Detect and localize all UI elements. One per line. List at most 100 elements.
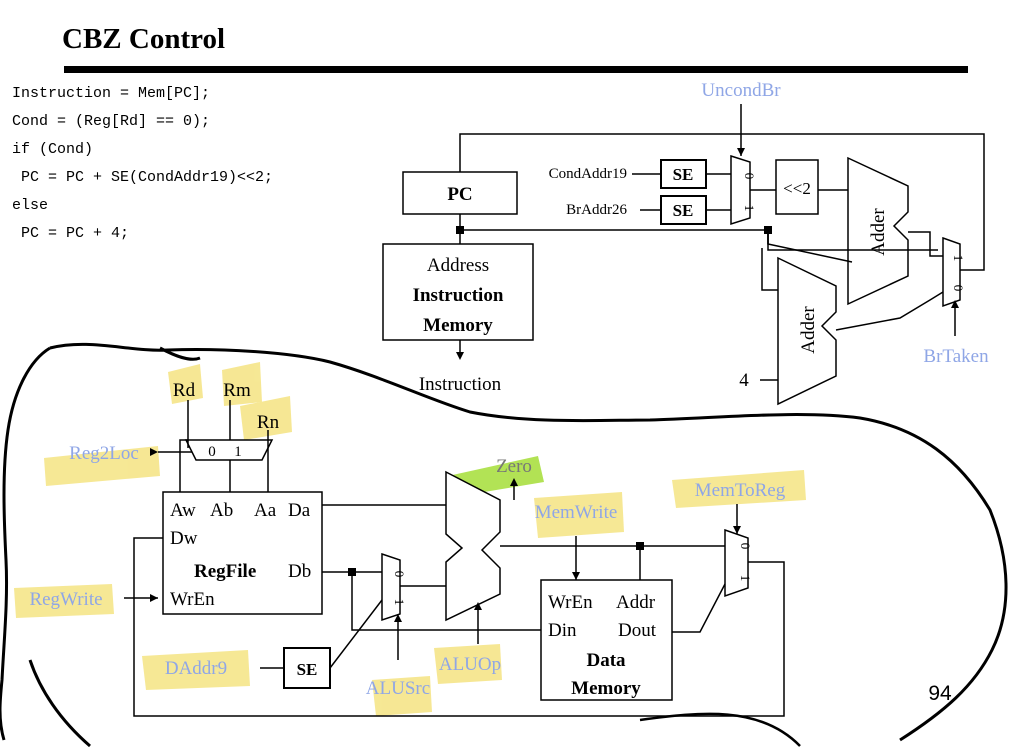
memtoreg-label: MemToReg	[695, 480, 786, 501]
braddr-label: BrAddr26	[566, 202, 627, 218]
dmem-dout: Dout	[618, 620, 657, 641]
alusrc-label: ALUSrc	[366, 678, 430, 699]
wire-dout-to-mux	[672, 583, 726, 633]
lasso-tail	[28, 659, 91, 748]
arrow-head	[951, 300, 959, 308]
highlight-aluop	[434, 644, 502, 684]
se-data-label: SE	[297, 660, 318, 679]
reg-mux-one: 1	[234, 444, 242, 460]
pc-mux-one: 1	[951, 255, 966, 262]
alusrc-mux	[381, 552, 401, 622]
memtoreg-mux-one: 1	[738, 575, 753, 582]
upper-adder	[847, 156, 909, 306]
branch-mux-zero: 0	[742, 173, 757, 180]
arrow-head	[394, 614, 402, 622]
arrow-head	[150, 448, 158, 456]
lower-adder-label: Adder	[798, 306, 819, 354]
code-line: else	[12, 197, 48, 214]
code-line: PC = PC + 4;	[12, 225, 129, 242]
wire-pcmux-to-pc	[459, 133, 985, 271]
rn-label: Rn	[257, 412, 280, 433]
memwrite-label: MemWrite	[535, 502, 618, 523]
brtaken-label: BrTaken	[923, 346, 989, 367]
code-line: Cond = (Reg[Rd] == 0);	[12, 113, 210, 130]
code-line: if (Cond)	[12, 141, 93, 158]
wire-rd-to-aw	[179, 439, 188, 492]
arrow-head	[150, 594, 158, 602]
code-block: Instruction = Mem[PC]; Cond = (Reg[Rd] =…	[12, 85, 273, 242]
se-top-label: SE	[673, 165, 694, 184]
four-label: 4	[739, 370, 749, 391]
junction-dot	[636, 542, 644, 550]
code-line: Instruction = Mem[PC];	[12, 85, 210, 102]
wire-se-to-mux	[329, 599, 383, 669]
reg2loc-mux	[184, 439, 274, 461]
imem-address-label: Address	[427, 255, 489, 276]
junction-dot	[456, 226, 464, 234]
highlight-reg2loc	[44, 446, 160, 486]
arrow-head	[572, 572, 580, 580]
pc-mux	[942, 236, 961, 308]
regfile-dw: Dw	[170, 528, 198, 549]
highlight-rm	[222, 362, 262, 406]
wire-adder-to-pcmux	[908, 231, 943, 257]
branch-mux	[730, 154, 751, 226]
highlight-rn	[240, 396, 292, 440]
code-line: PC = PC + SE(CondAddr19)<<2;	[12, 169, 273, 186]
dmem-wren: WrEn	[548, 592, 593, 613]
reg-mux-zero: 0	[208, 444, 216, 460]
regfile-db: Db	[288, 561, 311, 582]
wire-pc-to-lower-adder	[761, 248, 778, 291]
reg2loc-label: Reg2Loc	[69, 443, 139, 464]
lasso-annotation	[0, 342, 1008, 742]
highlight-regwrite	[14, 584, 114, 618]
data-memory	[540, 579, 673, 701]
branch-mux-one: 1	[742, 205, 757, 212]
instruction-memory	[382, 243, 534, 341]
aluop-label: ALUOp	[439, 654, 501, 675]
register-file	[162, 491, 323, 615]
rm-label: Rm	[223, 380, 251, 401]
regfile-ab: Ab	[210, 500, 233, 521]
condaddr-label: CondAddr19	[549, 166, 627, 182]
regfile-wren: WrEn	[170, 589, 215, 610]
page-number: 94	[928, 682, 952, 705]
junction-dot	[764, 226, 772, 234]
memtoreg-mux-zero: 0	[738, 543, 753, 550]
highlight-alusrc	[372, 676, 432, 716]
highlight-memtoreg	[672, 470, 806, 508]
rd-label: Rd	[173, 380, 196, 401]
regfile-aa: Aa	[254, 500, 277, 521]
wire-alu-to-addr	[500, 545, 641, 580]
imem-subtitle: Memory	[423, 315, 493, 336]
lasso-bottom-stroke	[639, 712, 801, 747]
slide-title: CBZ Control	[62, 23, 225, 55]
se-box-top	[660, 159, 707, 189]
arrow-head	[456, 352, 464, 360]
arrow-head	[510, 478, 518, 486]
highlight-marks	[14, 362, 806, 716]
lower-adder	[777, 256, 837, 406]
dmem-subtitle: Memory	[571, 678, 641, 699]
alusrc-mux-one: 1	[392, 599, 407, 606]
regfile-aw: Aw	[170, 500, 196, 521]
upper-adder-label: Adder	[868, 208, 889, 256]
wire-writeback	[133, 537, 785, 717]
daddr-label: DAddr9	[165, 658, 227, 679]
junction-dot	[348, 568, 356, 576]
wire-lower-adder-to-pcmux	[835, 291, 944, 331]
dmem-addr: Addr	[616, 592, 656, 613]
regfile-da: Da	[288, 500, 311, 521]
dmem-title: Data	[586, 650, 626, 671]
highlight-daddr	[142, 650, 250, 690]
alusrc-mux-zero: 0	[392, 571, 407, 578]
highlight-rd	[168, 364, 203, 404]
highlight-memwrite	[534, 492, 624, 538]
regwrite-label: RegWrite	[29, 589, 102, 610]
se-bottom-label: SE	[673, 201, 694, 220]
title-rule	[64, 66, 968, 73]
pc-label: PC	[447, 184, 472, 205]
regfile-title: RegFile	[194, 561, 256, 582]
dmem-din: Din	[548, 620, 577, 641]
